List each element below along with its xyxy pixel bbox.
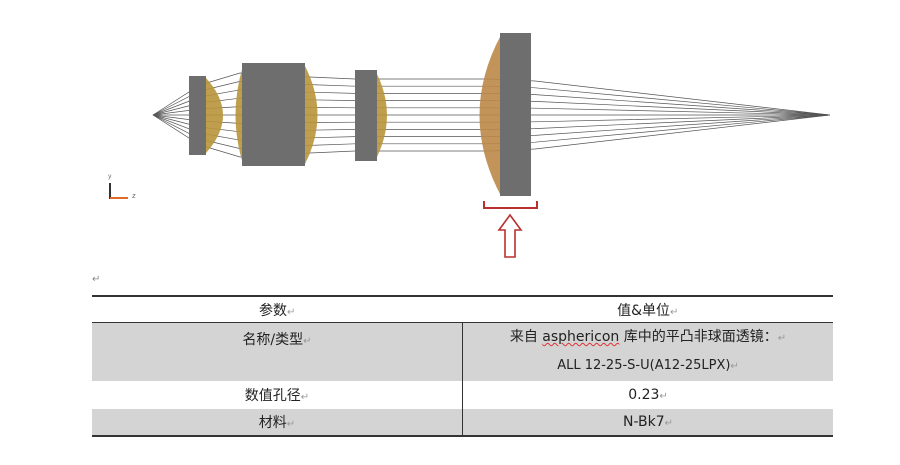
z-axis-label: z [132,192,136,200]
table-row: 名称/类型↵ 来自 asphericon 库中的平凸非球面透镜：↵ALL 12-… [92,322,833,381]
lens-2 [235,63,318,166]
table-header-row: 参数↵ 值&单位↵ [92,296,833,323]
header-param: 参数 [259,302,288,319]
model-number: ALL 12-25-S-U(A12-25LPX) [557,358,731,373]
value-text: 来自 [509,329,543,345]
lens-system-diagram: y z [108,33,831,258]
lens-3 [355,70,387,161]
row-param: 数值孔径 [244,388,301,404]
parameter-table: 参数↵ 值&单位↵ 名称/类型↵ 来自 asphericon 库中的平凸非球面透… [92,295,833,437]
table-row: 材料↵ N-Bk7↵ [92,409,833,436]
paragraph-mark: ↵ [92,274,101,285]
row-value: 0.23 [628,387,660,403]
lens-1 [189,76,223,155]
row-value: N-Bk7 [622,414,665,430]
up-arrow-icon [497,213,523,258]
header-value: 值&单位 [617,302,671,319]
table-row: 数值孔径↵ 0.23↵ [92,381,833,409]
lens-4-asphere [479,33,531,196]
y-axis-label: y [108,173,112,180]
value-text: 库中的平凸非球面透镜： [619,329,778,345]
value-word: asphericon [542,329,620,345]
axis-triad-icon: y z [108,173,136,200]
highlight-bracket [483,201,538,209]
row-param: 材料 [258,415,287,431]
row-param: 名称/类型 [242,332,304,348]
